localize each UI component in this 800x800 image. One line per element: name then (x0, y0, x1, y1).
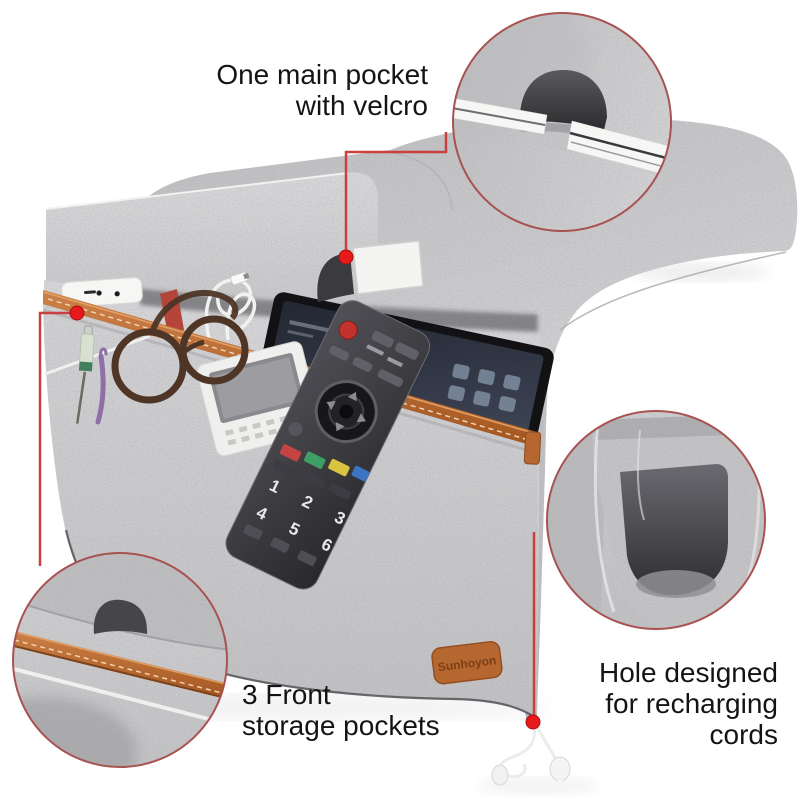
reading-glasses (111, 289, 249, 404)
remote-control: 1 2 3 4 5 6 (225, 300, 431, 590)
remote-dpad (314, 380, 378, 444)
cable-bundle (204, 271, 257, 343)
smartphone (61, 277, 143, 308)
callout-front-pockets-label: 3 Front storage pockets (242, 679, 440, 741)
flap-fold-line (559, 251, 787, 331)
velcro-tab (352, 240, 424, 295)
pen-purple (95, 347, 108, 425)
remote-power-button (338, 320, 358, 340)
earbuds (491, 719, 571, 793)
callout-cord-hole-label: Hole designed for recharging cords (598, 657, 778, 750)
magnifier-cord-hole (546, 410, 766, 630)
flap-crease (389, 151, 453, 211)
pocket-notch-zoomed (93, 599, 148, 634)
callout-line-velcro (344, 132, 448, 250)
pen-green (76, 325, 95, 424)
callout-dot-hole (525, 714, 541, 730)
callout-velcro-label: One main pocket with velcro (216, 59, 428, 121)
trim-zoomed (13, 630, 227, 700)
small-pocket-edge (44, 334, 151, 376)
back-panel-top-edge (45, 172, 349, 210)
callout-line-pockets (38, 311, 77, 566)
velcro-strips-zoomed (453, 97, 671, 177)
side-trim-cap (523, 431, 542, 465)
callout-dot-velcro (338, 249, 354, 265)
callout-dot-pockets (69, 305, 85, 321)
brand-tag: Sunhoyon (431, 640, 503, 685)
handle-hole-shadow (317, 253, 354, 302)
remote-color-buttons (279, 444, 370, 482)
callout-annotations (38, 132, 541, 730)
cord-hole-opening-zoomed (620, 464, 728, 596)
